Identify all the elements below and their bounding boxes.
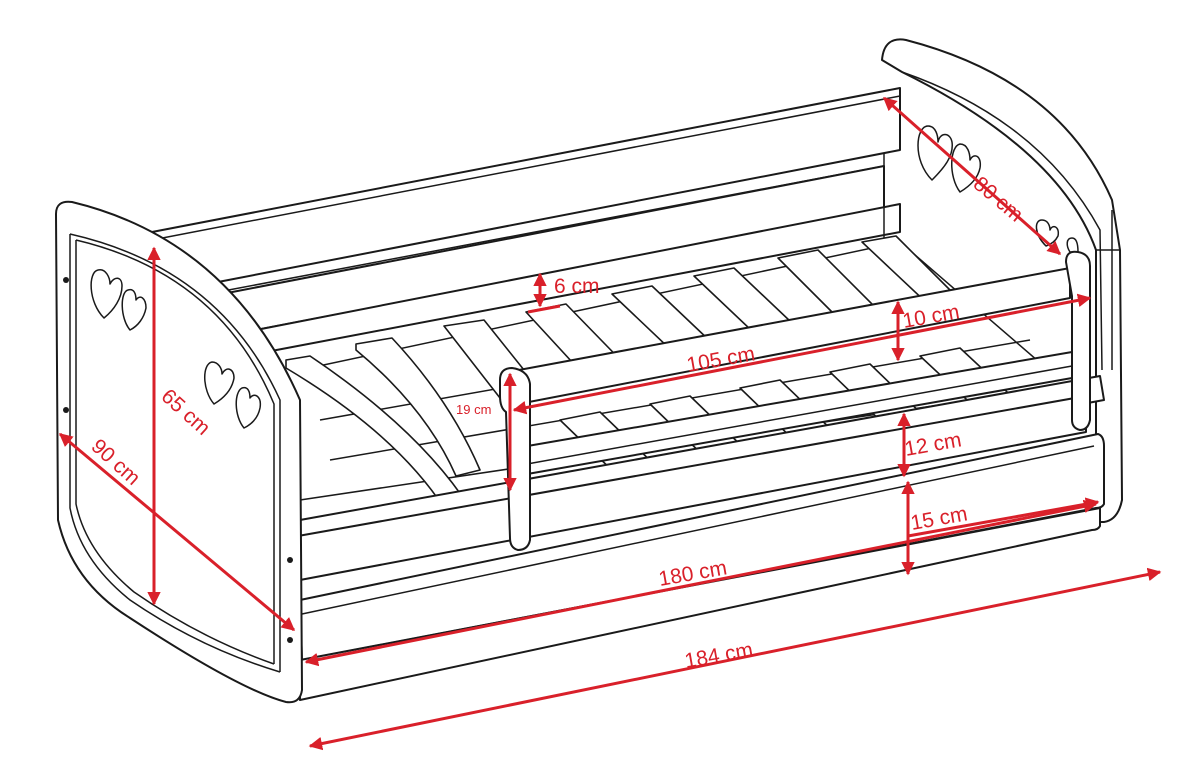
heart-icon bbox=[90, 269, 123, 319]
heart-icon bbox=[121, 288, 147, 331]
heart-icon bbox=[204, 361, 235, 405]
label-headboard-depth: 80 cm bbox=[969, 172, 1028, 226]
label-opening-height: 19 cm bbox=[456, 402, 491, 417]
heart-icon bbox=[1066, 237, 1079, 253]
heart-icon bbox=[235, 386, 262, 429]
label-total-length: 184 cm bbox=[683, 638, 755, 673]
dim-105 bbox=[512, 293, 1092, 415]
dim-90 bbox=[58, 432, 296, 632]
dim-184 bbox=[308, 567, 1162, 751]
label-slat-gap: 6 cm bbox=[554, 275, 600, 298]
dim-80 bbox=[882, 96, 1062, 256]
dimension-lines bbox=[58, 96, 1162, 751]
